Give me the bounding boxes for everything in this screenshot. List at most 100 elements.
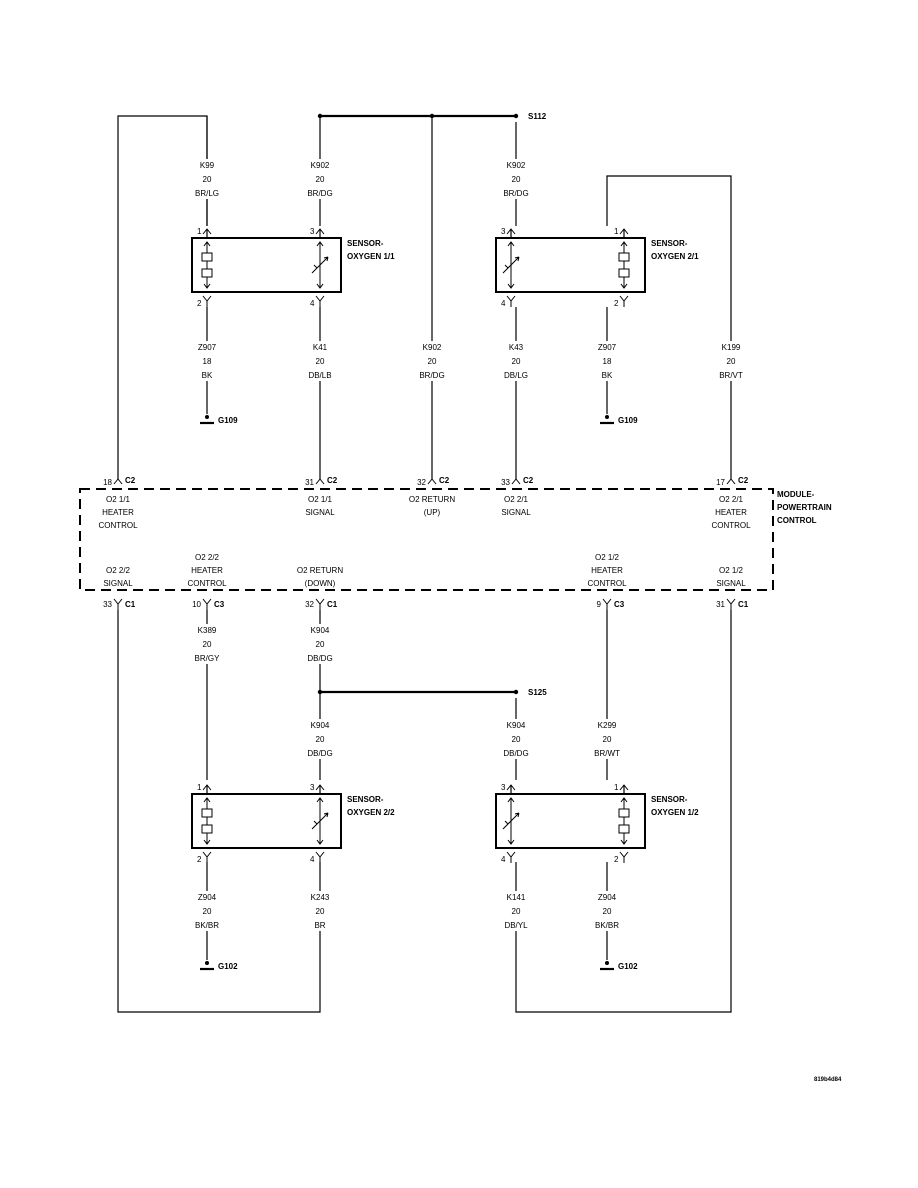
pin-number: 9: [597, 600, 602, 609]
wire-gauge: 20: [512, 357, 521, 366]
module-label-line: CONTROL: [777, 516, 817, 525]
wire-gauge: 20: [603, 735, 612, 744]
connector-chevron: [602, 598, 612, 610]
ground-dot: [205, 415, 209, 419]
wire-circuit: K902: [423, 343, 442, 352]
wire-k199-loop: [606, 175, 732, 479]
pin-number: 3: [501, 783, 506, 792]
wire-circuit: K141: [507, 893, 526, 902]
sensor-name: SENSOR-: [347, 795, 384, 804]
module-label-line: POWERTRAIN: [777, 503, 832, 512]
pin-number: 31: [716, 600, 725, 609]
heater-element-symbol: [201, 798, 213, 844]
wire-k243-loop: [117, 610, 321, 1013]
pin-function: O2 2/2: [195, 553, 220, 562]
connector-chevron: [315, 295, 325, 307]
arrow-symbol: [316, 797, 324, 845]
wire-color: DB/YL: [504, 921, 528, 930]
pin-number: 31: [305, 478, 314, 487]
pin-number: 3: [501, 227, 506, 236]
pin-number: 4: [501, 299, 506, 308]
wire-gauge: 20: [203, 907, 212, 916]
connector-chevron: [202, 851, 212, 863]
sensor-name: OXYGEN 2/1: [651, 252, 699, 261]
ground-label: G109: [218, 416, 238, 425]
pin-number: 18: [103, 478, 112, 487]
wire-color: DB/LB: [308, 371, 331, 380]
powertrain-control-module-outline: [79, 488, 774, 591]
connector-chevron: [619, 295, 629, 307]
ground-label: G102: [618, 962, 638, 971]
pin-function: CONTROL: [711, 521, 751, 530]
connector-chevron: [315, 478, 325, 485]
wire-color: BR/LG: [195, 189, 219, 198]
sensor-name: OXYGEN 2/2: [347, 808, 395, 817]
wire-circuit: K43: [509, 343, 524, 352]
wire-gauge: 20: [428, 357, 437, 366]
arrow-symbol: [620, 797, 628, 845]
ground-symbol: G109: [600, 415, 638, 425]
ground-symbol: G102: [200, 961, 238, 971]
connector-id: C1: [738, 600, 749, 609]
sensor-name: SENSOR-: [651, 795, 688, 804]
wire-color: BK/BR: [595, 921, 619, 930]
pin-function: HEATER: [591, 566, 623, 575]
wire-circuit: K902: [507, 161, 526, 170]
heater-element-symbol: [618, 798, 630, 844]
pin-function: CONTROL: [187, 579, 227, 588]
pin-function: O2 RETURN: [409, 495, 455, 504]
pin-function: O2 1/1: [106, 495, 131, 504]
pin-number: 2: [197, 855, 202, 864]
ground-symbol: G109: [200, 415, 238, 425]
splice-dot: [317, 113, 323, 119]
pin-number: 4: [310, 855, 315, 864]
connector-chevron: [427, 478, 437, 485]
arrow-symbol: [203, 797, 211, 845]
wire-circuit: K299: [598, 721, 617, 730]
wire-circuit: K904: [507, 721, 526, 730]
pin-function: O2 1/2: [719, 566, 744, 575]
pin-number: 3: [310, 227, 315, 236]
pin-number: 2: [614, 855, 619, 864]
wire-circuit: K99: [200, 161, 215, 170]
pin-function: SIGNAL: [716, 579, 746, 588]
pin-number: 3: [310, 783, 315, 792]
pin-function: CONTROL: [98, 521, 138, 530]
arrow-symbol: [507, 797, 515, 845]
splice-dot: [513, 689, 519, 695]
arrow-symbol: [620, 241, 628, 289]
wire-circuit: K389: [198, 626, 217, 635]
wire-circuit: K243: [311, 893, 330, 902]
connector-chevron: [113, 478, 123, 485]
connector-chevron: [506, 851, 516, 863]
connector-chevron: [113, 598, 123, 610]
pin-number: 1: [614, 227, 619, 236]
pin-function: O2 2/1: [719, 495, 744, 504]
module-label-line: MODULE-: [777, 490, 815, 499]
wire-gauge: 20: [316, 735, 325, 744]
wire-color: BK/BR: [195, 921, 219, 930]
pin-number: 33: [103, 600, 112, 609]
sensor-name: SENSOR-: [347, 239, 384, 248]
connector-chevron: [726, 598, 736, 610]
wire-gauge: 18: [203, 357, 212, 366]
splice-label-s112: S112: [528, 112, 547, 121]
wire-circuit: K41: [313, 343, 328, 352]
pin-number: 1: [197, 227, 202, 236]
pin-number: 10: [192, 600, 201, 609]
